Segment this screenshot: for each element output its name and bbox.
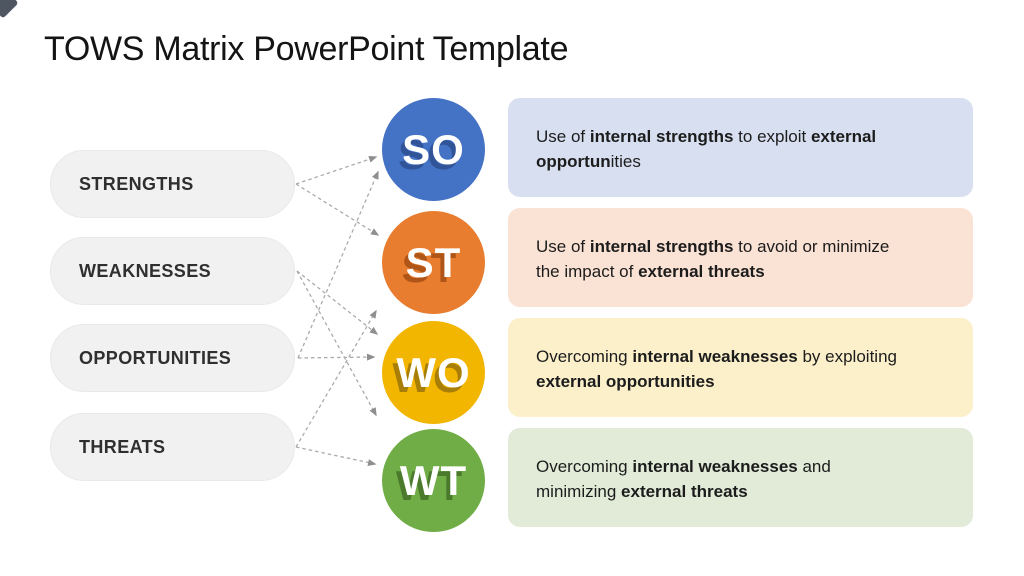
strategy-description-text: Overcoming internal weaknesses by exploi…	[536, 347, 897, 391]
factor-label: WEAKNESSES	[79, 260, 212, 281]
strategy-circle-label: ST	[405, 238, 462, 286]
strategy-description-st: Use of internal strengths to avoid or mi…	[508, 208, 973, 307]
factor-label: STRENGTHS	[79, 173, 194, 194]
connector-arrow-strengths-st	[295, 183, 380, 236]
strategy-description-so: Use of internal strengths to exploit ext…	[508, 98, 973, 197]
strategy-circle-st: ST	[382, 211, 485, 314]
factor-pill-strengths: STRENGTHS	[50, 150, 295, 218]
strategy-circle-label: WT	[399, 456, 468, 504]
strategy-circle-wo: WO	[382, 321, 485, 424]
connector-arrow-strengths-so	[295, 155, 378, 185]
strategy-description-wt: Overcoming internal weaknesses and minim…	[508, 428, 973, 527]
connector-arrow-threats-wt	[295, 446, 377, 466]
connector-arrow-weaknesses-wt	[296, 270, 377, 417]
connector-arrow-weaknesses-wo	[296, 270, 379, 335]
factor-pill-threats: THREATS	[50, 413, 295, 481]
strategy-description-text: Overcoming internal weaknesses and minim…	[536, 457, 831, 501]
factor-label: THREATS	[79, 436, 166, 457]
corner-mark	[0, 0, 19, 19]
factor-label: OPPORTUNITIES	[79, 347, 232, 368]
factor-pill-weaknesses: WEAKNESSES	[50, 237, 295, 305]
strategy-circle-label: SO	[402, 125, 465, 173]
factor-pill-opportunities: OPPORTUNITIES	[50, 324, 295, 392]
strategy-circle-label: WO	[396, 348, 471, 396]
strategy-description-text: Use of internal strengths to avoid or mi…	[536, 237, 890, 281]
connector-arrow-opportunities-so	[297, 170, 379, 359]
strategy-circle-wt: WT	[382, 429, 485, 532]
connector-arrow-threats-st	[295, 309, 377, 448]
strategy-description-wo: Overcoming internal weaknesses by exploi…	[508, 318, 973, 417]
page-title: TOWS Matrix PowerPoint Template	[44, 30, 569, 68]
strategy-description-text: Use of internal strengths to exploit ext…	[536, 127, 877, 171]
connector-arrow-opportunities-wo	[297, 353, 376, 361]
strategy-circle-so: SO	[382, 98, 485, 201]
